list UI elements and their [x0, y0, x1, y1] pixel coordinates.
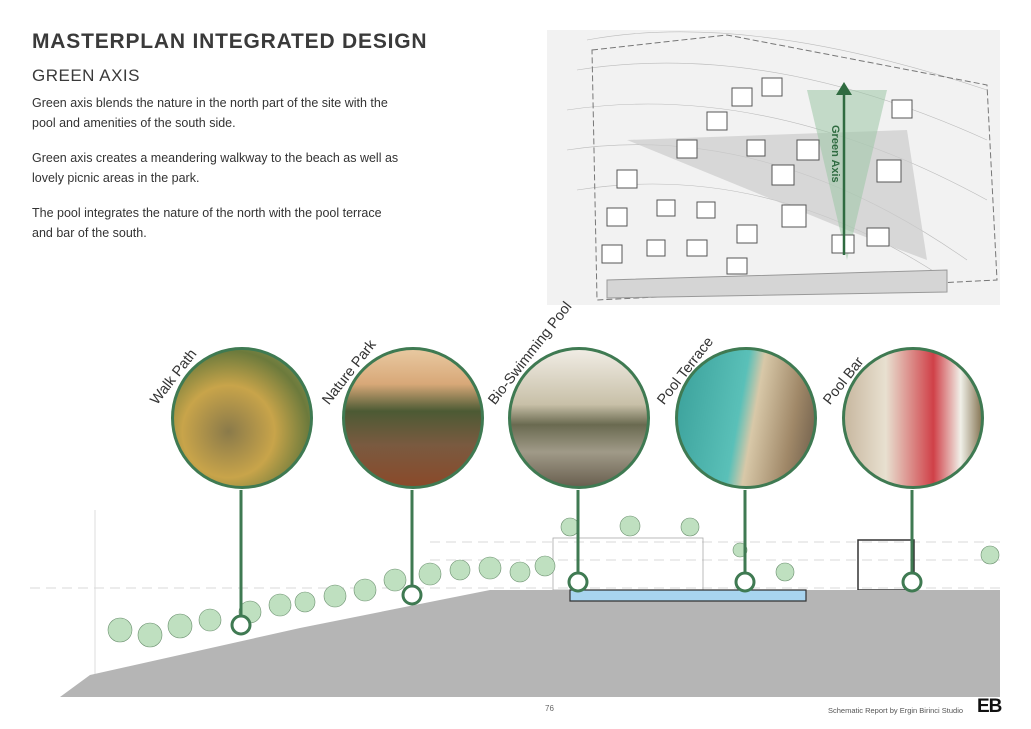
pool-bar-photo	[842, 347, 984, 489]
site-section-drawing	[30, 490, 1000, 697]
bio-swimming-pool-photo	[508, 347, 650, 489]
paragraph-1: Green axis blends the nature in the nort…	[32, 96, 388, 130]
section-subtitle: GREEN AXIS	[32, 66, 140, 85]
paragraph-3: The pool integrates the nature of the no…	[32, 206, 382, 240]
page-number: 76	[545, 704, 554, 713]
paragraph-2: Green axis creates a meandering walkway …	[32, 151, 399, 185]
nature-park-photo	[342, 347, 484, 489]
walk-path-photo	[171, 347, 313, 489]
masterplan-image: Green Axis	[547, 30, 1000, 305]
footer-credit: Schematic Report by Ergin Birinci Studio	[828, 706, 964, 715]
pool-terrace-photo	[675, 347, 817, 489]
page-title: MASTERPLAN INTEGRATED DESIGN	[32, 30, 428, 53]
studio-logo: EB	[977, 696, 1002, 717]
green-axis-label: Green Axis	[829, 125, 841, 183]
